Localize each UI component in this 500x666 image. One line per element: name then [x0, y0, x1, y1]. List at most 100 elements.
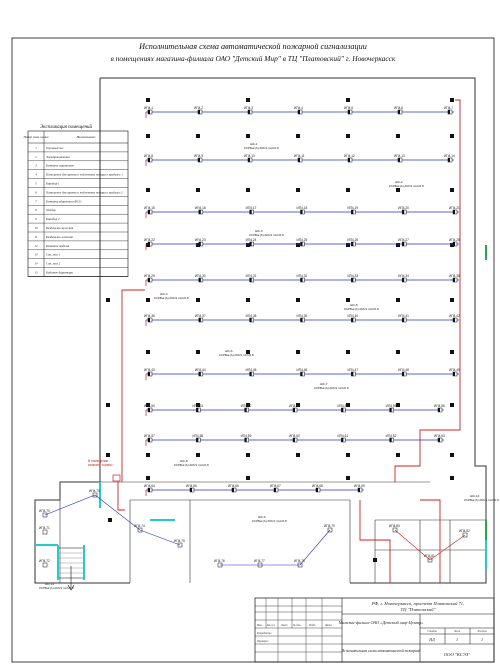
- legend-row-num: 9: [35, 217, 37, 221]
- loop-cable: КСРВнг(А)-FRLS 1х2х0,8: [39, 586, 74, 590]
- smoke-detector-fill: [351, 318, 354, 322]
- column-square: [346, 350, 350, 354]
- detector-label: ИП4.22: [144, 238, 155, 242]
- legend-row-name: Помещение для приема и подготовки товара…: [45, 173, 123, 177]
- smoke-detector-fill: [196, 438, 199, 442]
- column-square: [146, 98, 150, 102]
- detector-label: ИП4.11: [294, 154, 305, 158]
- stamp-object: Магазин-филиал ОАО «Детский мир-Центр»: [338, 620, 424, 625]
- loop-code: ШС-3: [255, 229, 263, 233]
- detector-label: ИП4.20: [398, 206, 409, 210]
- smoke-detector-fill: [351, 372, 354, 376]
- smoke-detector-fill: [249, 242, 252, 246]
- smoke-detector-fill: [148, 158, 150, 162]
- detector-label: ИП4.73: [89, 489, 100, 493]
- column-square: [450, 98, 454, 102]
- column-square: [450, 350, 454, 354]
- stamp-org: ООО "КСЭЗ": [444, 652, 470, 657]
- detector-label: ИП4.70: [39, 509, 50, 513]
- column-square: [296, 134, 300, 138]
- legend-row-num: 11: [35, 235, 38, 239]
- smoke-detector-fill: [249, 318, 252, 322]
- smoke-detector-fill: [448, 158, 450, 162]
- smoke-detector-fill: [244, 438, 247, 442]
- column-square: [396, 298, 400, 302]
- column-square: [196, 188, 200, 192]
- smoke-detector-fill: [448, 110, 450, 114]
- detector-label: ИП4.65: [186, 484, 197, 488]
- loop-cable: КСРВнг(А)-FRLS 1х2х0,8: [174, 463, 209, 467]
- feeder-cable: [117, 99, 461, 583]
- detector-label: ИП4.68: [312, 484, 323, 488]
- detector-label: ИП4.47: [347, 368, 358, 372]
- detector-label: ИП4.10: [244, 154, 255, 158]
- smoke-detector-fill: [298, 110, 300, 114]
- loop-code: ШС-2: [395, 180, 403, 184]
- detector-label: ИП4.74: [134, 524, 145, 528]
- column-square: [296, 188, 300, 192]
- panel-note: В помещении комнаты охраны: [88, 459, 121, 482]
- column-square: [108, 518, 112, 522]
- loop-cable: КСРВнг(А)-FRLS 1х2х0,8: [344, 307, 379, 311]
- detector-label: ИП4.77: [254, 559, 265, 563]
- detector-label: ИП4.58: [192, 434, 203, 438]
- legend-row-num: 14: [34, 262, 38, 266]
- detector-label: ИП4.29: [144, 274, 155, 278]
- smoke-detector-fill: [300, 372, 303, 376]
- column-square: [146, 453, 150, 457]
- detector-label: ИП4.42: [449, 314, 460, 318]
- exit-arrow-icon: [67, 566, 75, 591]
- column-square: [246, 298, 250, 302]
- detector-label: ИП4.24: [246, 238, 257, 242]
- detector-label: ИП4.59: [241, 434, 252, 438]
- smoke-detector-fill: [293, 408, 295, 412]
- smoke-detector-fill: [358, 488, 360, 492]
- loop-code: ШС-5: [350, 303, 358, 307]
- column-square: [146, 134, 150, 138]
- title-line-1: Исполнительная схема автоматической пожа…: [138, 42, 367, 51]
- legend-title: Экспликация помещений: [40, 124, 92, 130]
- column-square: [296, 298, 300, 302]
- stamp-col-sheets: Листов: [476, 630, 487, 633]
- column-square: [396, 134, 400, 138]
- detector-label: ИП4.39: [297, 314, 308, 318]
- detector-label: ИП4.44: [195, 368, 206, 372]
- smoke-detector-fill: [198, 110, 200, 114]
- smoke-detector-fill: [351, 242, 354, 246]
- stamp-sheet: 1: [456, 637, 458, 642]
- loop-code: ШС-10: [470, 494, 480, 498]
- detector-label: ИП4.45: [246, 368, 257, 372]
- column-square: [106, 403, 110, 407]
- smoke-detector-fill: [148, 210, 150, 214]
- legend-row-name: Раздевалка женская: [45, 235, 73, 239]
- detector-label: ИП4.69: [354, 484, 365, 488]
- smoke-detector-fill: [300, 318, 303, 322]
- control-panel-icon: [112, 474, 121, 482]
- smoke-detector-fill: [453, 278, 455, 282]
- smoke-detector-fill: [198, 372, 201, 376]
- smoke-detector-fill: [341, 408, 344, 412]
- stamp-stage: ИД: [428, 637, 435, 642]
- legend-row-name: Сан. узел 2: [46, 262, 61, 266]
- smoke-detector-fill: [351, 278, 354, 282]
- detector-label: ИП4.5: [344, 106, 353, 110]
- smoke-detector-fill: [196, 408, 199, 412]
- smoke-detector-fill: [438, 438, 440, 442]
- legend-row-name: Помещение для приема и подготовки товара…: [45, 190, 123, 194]
- loop-code: ШС-11: [45, 582, 54, 586]
- loop-code: ШС-4: [160, 292, 168, 296]
- loop-cable: КСРВнг(А)-FRLS 1х2х0,8: [249, 233, 284, 237]
- detector-label: ИП4.51: [192, 404, 203, 408]
- column-square: [246, 476, 250, 480]
- loop-cable: КСРВнг(А)-FRLS 1х2х0,8: [389, 184, 424, 188]
- smoke-detector-fill: [148, 372, 150, 376]
- smoke-detector-fill: [198, 210, 201, 214]
- detector-label: ИП4.36: [144, 314, 155, 318]
- detector-label: ИП4.60: [289, 434, 300, 438]
- smoke-detector-fill: [398, 158, 400, 162]
- smoke-detector-fill: [148, 408, 150, 412]
- building-columns: [106, 98, 454, 562]
- detector-label: ИП4.13: [394, 154, 405, 158]
